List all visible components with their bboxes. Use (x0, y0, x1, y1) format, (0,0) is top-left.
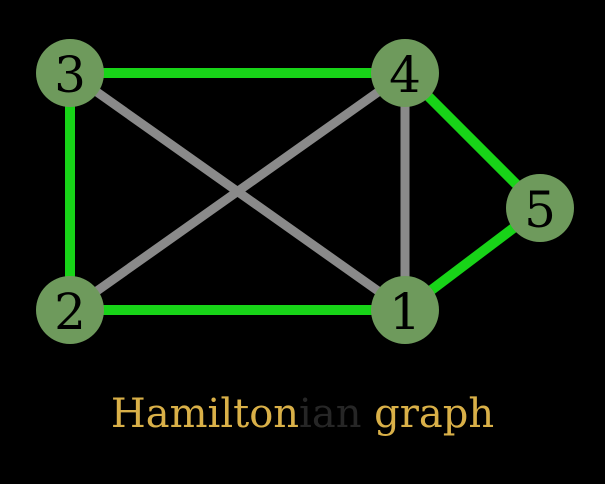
node-label-5: 5 (524, 181, 556, 239)
node-label-1: 1 (389, 283, 421, 341)
node-4: 4 (371, 39, 439, 107)
node-label-3: 3 (54, 46, 86, 104)
caption: Hamiltonian graph (0, 388, 605, 440)
node-circle-4 (371, 39, 439, 107)
node-circle-2 (36, 276, 104, 344)
node-label-4: 4 (389, 46, 421, 104)
node-circle-5 (506, 174, 574, 242)
caption-part-2: ian (299, 391, 362, 437)
caption-part-1: Hamilton (110, 391, 300, 437)
node-circle-3 (36, 39, 104, 107)
caption-part-3: graph (361, 391, 495, 437)
edge-2-4 (67, 69, 408, 314)
node-5: 5 (506, 174, 574, 242)
node-3: 3 (36, 39, 104, 107)
node-label-2: 2 (54, 283, 86, 341)
nodes-group: 1 2 3 4 5 (36, 39, 574, 344)
node-1: 1 (371, 276, 439, 344)
node-circle-1 (371, 276, 439, 344)
node-2: 2 (36, 276, 104, 344)
